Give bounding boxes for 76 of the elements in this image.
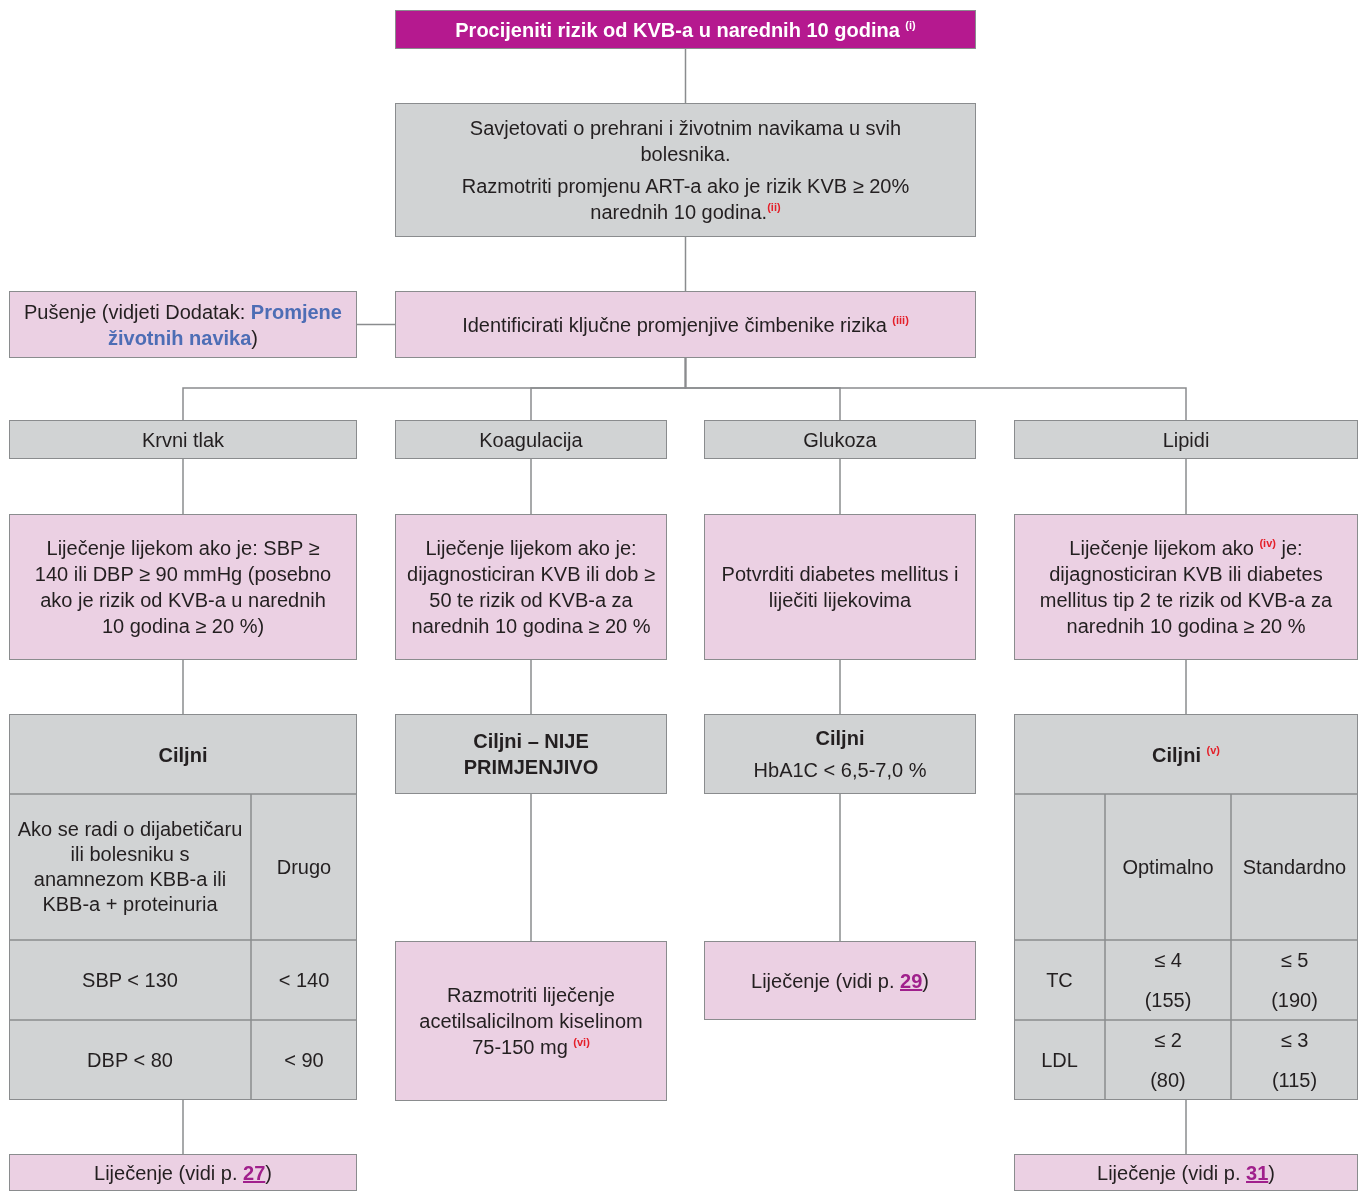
- heading-text: Ciljni: [815, 726, 865, 751]
- box-text: Razmotriti liječenje acetilsalicilnom kiselinom 75-150 mg $^{(vi)}$: [418, 983, 644, 1060]
- table-cell-text: (155): [1143, 987, 1193, 1013]
- table-cell-text: (115): [1270, 1067, 1319, 1093]
- heading-text: Ciljni: [158, 743, 208, 768]
- connector-line: [530, 659, 532, 715]
- table-cell-text: ≤ 4: [1153, 947, 1183, 973]
- target-box: [704, 714, 976, 794]
- process-box: [9, 1154, 357, 1191]
- box-text: HbA1C < 6,5-7,0 %: [753, 758, 927, 783]
- connector-line: [182, 458, 184, 515]
- target-box: [395, 714, 667, 794]
- connector-line: [1185, 659, 1187, 715]
- table-cell-text: < 90: [283, 1047, 325, 1073]
- connector-line: [530, 793, 532, 942]
- box-text: Krvni tlak: [141, 427, 225, 453]
- box-text: Liječenje (vidi p. 27): [94, 1160, 272, 1186]
- table-cell-text: (80): [1149, 1067, 1187, 1093]
- table-cell-text: ≤ 2: [1153, 1027, 1183, 1053]
- process-box: [395, 514, 667, 660]
- connector-line: [684, 357, 1187, 421]
- category-box: [704, 420, 976, 459]
- category-box: [395, 420, 667, 459]
- box-text: Identificirati ključne promjenjive čimbenike rizika $^{(iii)}$: [462, 312, 909, 338]
- table-cell-text: Standardno: [1241, 854, 1348, 880]
- process-box: [704, 514, 976, 660]
- category-box: [1014, 420, 1358, 459]
- target-table: [9, 714, 357, 1100]
- connector-line: [530, 458, 532, 515]
- table-cell-text: LDL: [1040, 1047, 1079, 1073]
- heading-text: Ciljni – NIJE PRIMJENJIVO: [462, 729, 600, 780]
- process-box: [9, 514, 357, 660]
- connector-line: [684, 236, 687, 292]
- process-box: [395, 291, 976, 358]
- connector-line: [182, 659, 184, 715]
- table-cell-text: ≤ 3: [1279, 1027, 1310, 1053]
- connector-line: [839, 793, 841, 942]
- box-text: Liječenje lijekom ako $^{(iv)}$ je: dijagnosticiran KVB ili diabetes mellitus tip 2 te rizik od KVB-a za narednih 10 godina ≥ 20 %: [1038, 536, 1334, 639]
- box-text: Pušenje (vidjeti Dodatak: Promjene životnih navika): [23, 299, 343, 351]
- connector-line: [356, 323, 396, 326]
- table-cell-text: ≤ 5: [1279, 947, 1310, 973]
- box-text: Liječenje (vidi p. 31): [1097, 1160, 1275, 1186]
- title: Procijeniti rizik od KVB-a u narednih 10 godina $^{(i)}$: [455, 17, 916, 43]
- table-cell-text: Optimalno: [1121, 854, 1215, 880]
- box-text: Liječenje lijekom ako je: dijagnosticiran KVB ili dob ≥ 50 te rizik od KVB-a za narednih 10 godina ≥ 20 %: [406, 536, 656, 639]
- table-cell-text: SBP < 130: [81, 967, 179, 993]
- connector-line: [684, 48, 687, 104]
- box-text: Razmotriti promjenu ART-a ako je rizik KVB ≥ 20% narednih 10 godina.$^{(ii)}$: [460, 174, 911, 225]
- box-text: Glukoza: [803, 427, 877, 453]
- table-cell-text: TC: [1045, 967, 1074, 993]
- process-box: [1014, 1154, 1358, 1191]
- box-text: Lipidi: [1162, 427, 1210, 453]
- table-cell-text: < 140: [277, 967, 331, 993]
- table-cell-text: DBP < 80: [86, 1047, 174, 1073]
- box-text: Liječenje lijekom ako je: SBP ≥ 140 ili DBP ≥ 90 mmHg (posebno ako je rizik od KVB-a u narednih 10 godina ≥ 20 %): [34, 536, 332, 639]
- table-cell-text: Drugo: [275, 854, 333, 880]
- box-text: Potvrditi diabetes mellitus i liječiti lijekovima: [720, 562, 960, 613]
- process-box: [1014, 514, 1358, 660]
- connector-line: [839, 659, 841, 715]
- connector-line: [1185, 458, 1187, 515]
- target-table: [1014, 714, 1358, 1100]
- process-box: [9, 291, 357, 358]
- heading-box: [395, 10, 976, 49]
- table-cell-text: Ako se radi o dijabetičaru ili bolesniku s anamnezom KBB-a ili KBB-a + proteinuria: [16, 817, 244, 917]
- box-text: Koagulacija: [479, 427, 583, 453]
- connector-line: [182, 1099, 184, 1155]
- process-box: [395, 941, 667, 1101]
- box-text: Liječenje (vidi p. 29): [751, 968, 929, 994]
- connector-line: [839, 458, 841, 515]
- table-cell-text: (190): [1270, 987, 1319, 1013]
- heading-text: Ciljni $^{(v)}$: [1152, 743, 1220, 768]
- process-box: [395, 103, 976, 237]
- connector-line: [1185, 1099, 1187, 1155]
- box-text: Savjetovati o prehrani i životnim navikama u svih bolesnika.: [468, 116, 903, 167]
- process-box: [704, 941, 976, 1020]
- category-box: [9, 420, 357, 459]
